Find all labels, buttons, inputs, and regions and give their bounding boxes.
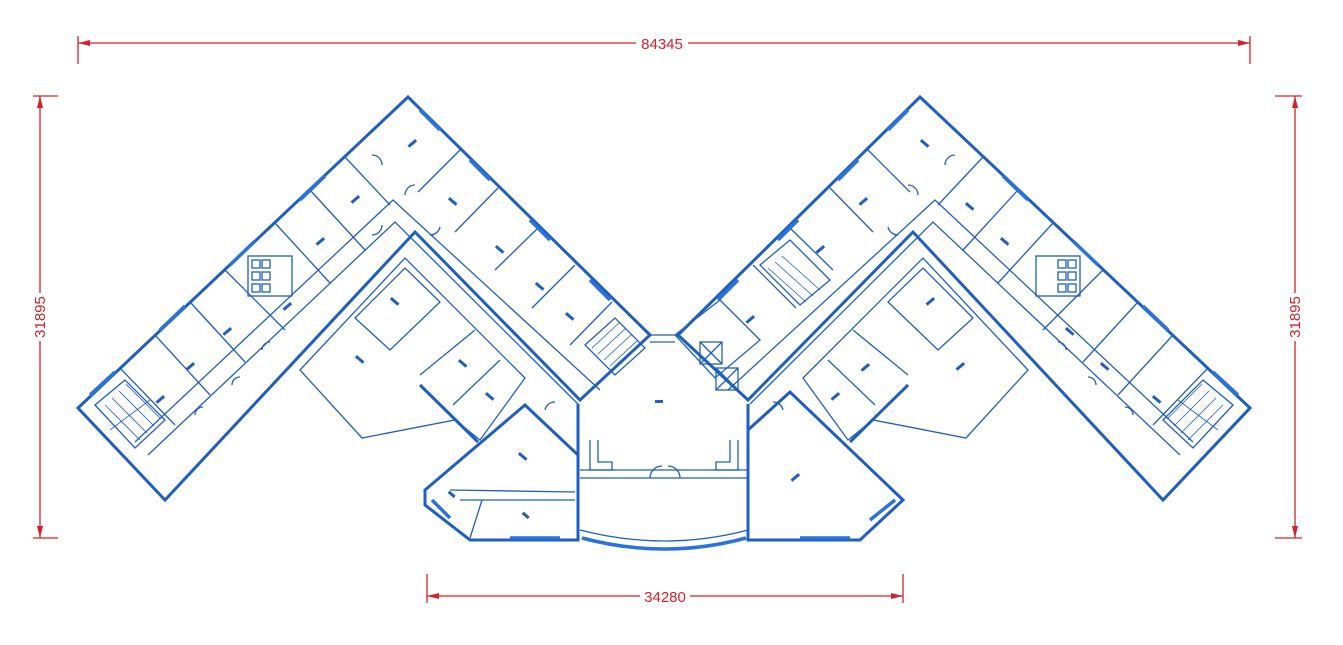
dimension-bottom: 34280 [426,574,904,606]
room-label-marks [155,139,1162,520]
dimension-right: 31895 [1275,95,1304,539]
left-stair [94,379,166,449]
right-wing [675,94,1253,503]
dimension-top-label: 84345 [641,36,683,53]
left-center-stair [584,317,646,376]
central-lobby [576,334,750,551]
bottom-right-block [746,389,906,542]
dimension-right-label: 31895 [1287,296,1304,338]
center-right-stair [674,239,831,391]
door-swings [194,154,1134,416]
dimension-left: 31895 [31,95,58,539]
bottom-left-block [423,402,580,542]
dimension-top: 84345 [77,34,1251,64]
left-wing [75,94,653,503]
dimension-bottom-label: 34280 [644,589,686,606]
dimension-left-label: 31895 [32,296,49,338]
